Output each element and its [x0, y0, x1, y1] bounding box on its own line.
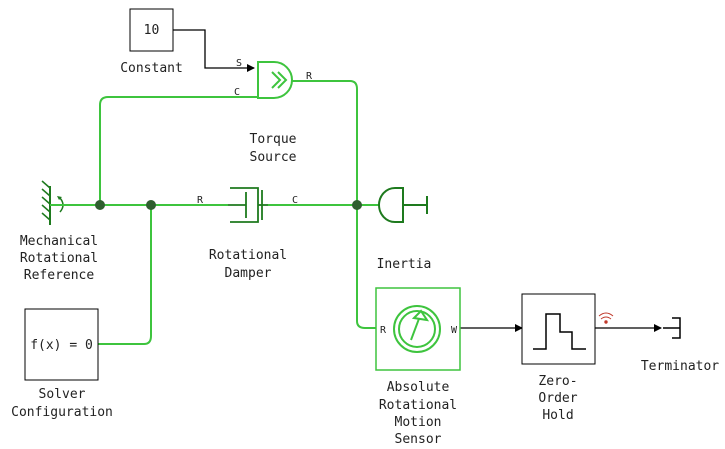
damper-port-r: R: [197, 195, 204, 206]
torque-source-block[interactable]: S R C Torque Source: [234, 58, 313, 165]
wireless-icon: [598, 312, 614, 324]
zoh-staircase-icon: [533, 313, 586, 350]
damper-port-c: C: [292, 195, 298, 206]
mech-ref-block[interactable]: Mechanical Rotational Reference: [20, 180, 98, 283]
constant-label: Constant: [120, 61, 183, 76]
constant-value: 10: [144, 23, 160, 38]
sensor-r-connection[interactable]: [356, 205, 376, 329]
zoh-label-3: Hold: [542, 408, 573, 423]
junction-inertia: [352, 200, 362, 210]
sensor-port-r: R: [380, 325, 387, 336]
junctions: [95, 200, 362, 210]
torque-source-label-2: Source: [250, 150, 297, 165]
inertia-block[interactable]: Inertia: [377, 187, 432, 272]
mech-ref-label-1: Mechanical: [20, 234, 98, 249]
terminator-block[interactable]: Terminator: [641, 317, 719, 374]
damper-label-1: Rotational: [209, 248, 287, 263]
junction-solver: [146, 200, 156, 210]
torque-source-label-1: Torque: [250, 132, 297, 147]
solver-connection[interactable]: [98, 205, 152, 345]
damper-label-2: Damper: [225, 266, 272, 281]
terminator-label: Terminator: [641, 359, 719, 374]
sensor-label-4: Sensor: [395, 432, 442, 447]
torque-port-c: C: [234, 87, 240, 98]
sensor-label-2: Rotational: [379, 398, 457, 413]
damper-icon: [228, 187, 268, 223]
junction-mech-ref: [95, 200, 105, 210]
sensor-label-1: Absolute: [387, 380, 450, 395]
solver-config-block[interactable]: f(x) = 0 Solver Configuration: [11, 308, 113, 420]
torque-port-r: R: [306, 71, 313, 82]
torque-port-s: S: [236, 58, 242, 69]
inertia-icon: [378, 187, 404, 223]
solver-label-1: Solver: [39, 387, 86, 402]
rotational-damper-block[interactable]: R C Rotational Damper: [197, 186, 298, 281]
solver-label-2: Configuration: [11, 405, 113, 420]
constant-block[interactable]: 10 Constant: [120, 8, 183, 76]
terminator-icon: [663, 317, 681, 339]
sensor-label-3: Motion: [395, 415, 442, 430]
inertia-label: Inertia: [377, 257, 432, 272]
constant-to-torque-signal[interactable]: [173, 29, 255, 72]
torque-c-connection[interactable]: [99, 96, 258, 205]
zoh-label-1: Zero-: [538, 374, 577, 389]
signal-connections: [173, 29, 662, 332]
torque-r-connection[interactable]: [290, 80, 358, 205]
sensor-gauge-icon: [393, 305, 441, 353]
torque-arrows-icon: [271, 71, 288, 89]
solver-expression: f(x) = 0: [30, 338, 93, 353]
ground-hatch-icon: [41, 180, 51, 221]
physical-connections: [70, 80, 386, 345]
mech-ref-label-3: Reference: [24, 268, 95, 283]
zero-order-hold-block[interactable]: Zero- Order Hold: [521, 293, 596, 423]
mech-ref-label-2: Rotational: [20, 251, 98, 266]
motion-sensor-block[interactable]: R W Absolute Rotational Motion Sensor: [375, 287, 461, 447]
sensor-port-w: W: [451, 325, 458, 336]
zoh-label-2: Order: [538, 391, 577, 406]
